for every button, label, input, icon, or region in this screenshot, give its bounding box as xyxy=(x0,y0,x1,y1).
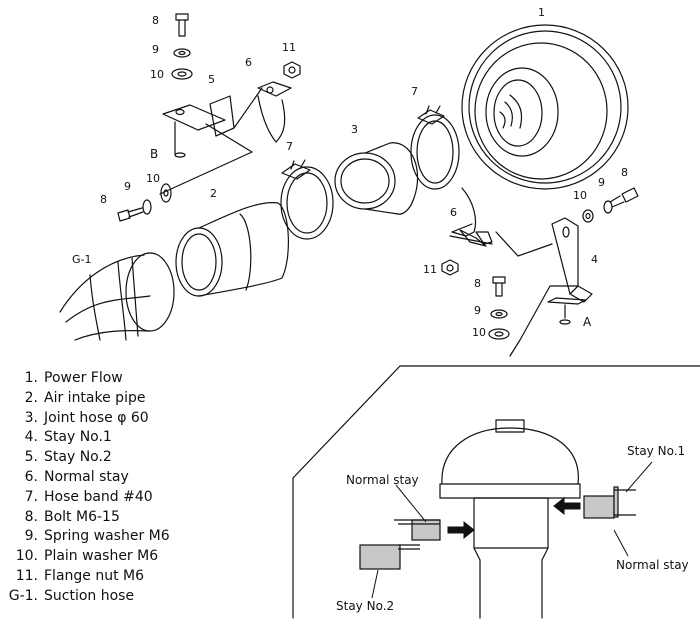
joint-hose xyxy=(334,142,419,215)
callout-9-upper: 9 xyxy=(152,43,159,56)
part-name: Air intake pipe xyxy=(44,389,146,406)
part-name: Joint hose φ 60 xyxy=(44,409,149,426)
connector-line-a xyxy=(509,285,579,357)
point-label-b: B xyxy=(150,147,158,161)
part-name: Flange nut M6 xyxy=(44,567,145,584)
flange-nut-upper xyxy=(283,61,301,79)
parts-list-item: 2. Air intake pipe xyxy=(0,389,170,409)
part-number: 7. xyxy=(24,488,38,505)
part-number: 11. xyxy=(15,567,38,584)
part-name: Stay No.2 xyxy=(44,449,112,466)
part-name: Stay No.1 xyxy=(44,429,112,446)
arrow-right-icon xyxy=(447,520,475,540)
hardware-stack-upper xyxy=(171,13,193,80)
callout-9-right: 9 xyxy=(598,176,605,189)
callout-7-upper: 7 xyxy=(411,85,418,98)
hardware-stack-right xyxy=(582,187,639,223)
inset-leaders xyxy=(371,461,653,599)
inset-normal-stay-left-block xyxy=(411,519,441,541)
parts-list-item: 4. Stay No.1 xyxy=(0,428,170,448)
parts-list-item: 6. Normal stay xyxy=(0,468,170,488)
inset-normal-stay-right-block xyxy=(583,495,615,519)
inset-stays xyxy=(359,486,636,570)
inset-label-stay-no2: Stay No.2 xyxy=(336,599,394,613)
connector-line-b xyxy=(159,123,253,195)
part-name: Suction hose xyxy=(44,587,135,604)
stay-no2-bracket xyxy=(162,87,263,158)
inset-filter xyxy=(439,419,581,619)
callout-1: 1 xyxy=(538,6,545,19)
callout-numbers: 1 2 3 4 5 6 6 7 7 8 8 8 8 9 9 9 9 10 10 … xyxy=(72,6,628,339)
part-name: Normal stay xyxy=(44,468,129,485)
parts-list-item: 9. Spring washer M6 xyxy=(0,527,170,547)
inset-label-normal-stay-right: Normal stay xyxy=(616,558,689,572)
parts-list-item: 8. Bolt M6-15 xyxy=(0,508,170,528)
callout-2: 2 xyxy=(210,187,217,200)
parts-list: 1. Power Flow 2. Air intake pipe 3. Joint h… xyxy=(0,369,170,607)
inset-stay-no1-plate xyxy=(613,486,619,518)
callout-10-lower: 10 xyxy=(472,326,486,339)
callout-3: 3 xyxy=(351,123,358,136)
part-number: 4. xyxy=(24,429,38,446)
callout-10-left: 10 xyxy=(146,172,160,185)
part-number: 1. xyxy=(24,370,38,386)
connector-line-stay xyxy=(495,231,553,257)
parts-list-item: 7. Hose band #40 xyxy=(0,488,170,508)
inset-label-normal-stay-left: Normal stay xyxy=(346,473,419,487)
inset-frame xyxy=(292,365,700,619)
callout-6-lower: 6 xyxy=(450,206,457,219)
suction-hose xyxy=(59,252,175,341)
part-number: 3. xyxy=(24,409,38,426)
arrow-left-icon xyxy=(553,496,581,516)
parts-list-item: 1. Power Flow xyxy=(0,369,170,389)
inset-labels: Normal stay Normal stay Stay No.1 Stay N… xyxy=(336,444,689,613)
part-number: 6. xyxy=(24,468,38,485)
normal-stay-upper xyxy=(257,81,292,143)
callout-8-lower: 8 xyxy=(474,277,481,290)
callout-8-left: 8 xyxy=(100,193,107,206)
callout-6-upper: 6 xyxy=(245,56,252,69)
callout-10-upper: 10 xyxy=(150,68,164,81)
inset-stay-no2-block xyxy=(359,544,401,570)
part-number: 8. xyxy=(24,508,38,525)
part-name: Plain washer M6 xyxy=(44,548,159,565)
callout-9-lower: 9 xyxy=(474,304,481,317)
part-number: 2. xyxy=(24,389,38,406)
normal-stay-lower xyxy=(449,187,493,247)
hardware-stack-lower xyxy=(488,276,510,340)
callout-4: 4 xyxy=(591,253,598,266)
callout-11-upper: 11 xyxy=(282,41,296,54)
part-number: 5. xyxy=(24,449,38,466)
part-name: Hose band #40 xyxy=(44,488,153,505)
hose-band-lower xyxy=(280,159,334,240)
callout-5: 5 xyxy=(208,73,215,86)
parts-list-item: 10. Plain washer M6 xyxy=(0,547,170,567)
part-name: Spring washer M6 xyxy=(44,528,170,545)
inset-label-stay-no1: Stay No.1 xyxy=(627,444,685,458)
part-number: 10. xyxy=(15,548,38,565)
stay-no1-bracket xyxy=(547,217,593,325)
power-flow-filter xyxy=(461,24,629,190)
parts-list-item: 11. Flange nut M6 xyxy=(0,567,170,587)
parts-list-item: 5. Stay No.2 xyxy=(0,448,170,468)
part-name: Bolt M6-15 xyxy=(44,508,120,525)
callout-10-right: 10 xyxy=(573,189,587,202)
part-number: G-1. xyxy=(8,587,38,604)
air-intake-pipe xyxy=(175,201,289,297)
part-number: 9. xyxy=(24,528,38,545)
callout-11-lower: 11 xyxy=(423,263,437,276)
callout-g1: G-1 xyxy=(72,253,92,266)
part-name: Power Flow xyxy=(44,370,123,386)
parts-list-item: G-1. Suction hose xyxy=(0,587,170,607)
callout-8-upper: 8 xyxy=(152,14,159,27)
flange-nut-lower xyxy=(441,259,459,276)
point-label-a: A xyxy=(583,315,592,329)
hose-band-upper xyxy=(410,105,460,190)
parts-list-item: 3. Joint hose φ 60 xyxy=(0,409,170,429)
callout-8-right: 8 xyxy=(621,166,628,179)
callout-9-left: 9 xyxy=(124,180,131,193)
callout-7-lower: 7 xyxy=(286,140,293,153)
inset-arrows xyxy=(447,496,581,540)
